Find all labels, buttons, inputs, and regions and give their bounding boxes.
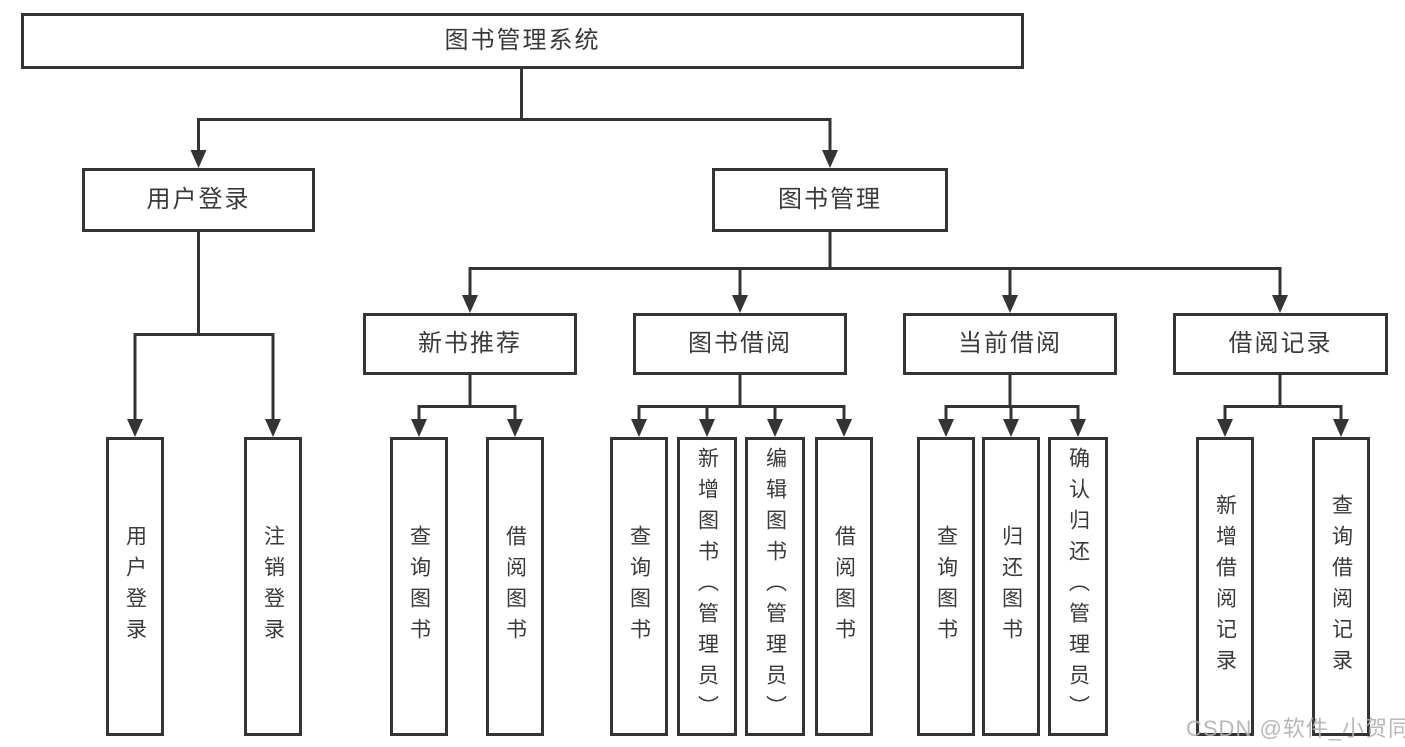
node-borrowing-records: 借阅记录 <box>1173 313 1388 375</box>
node-current-borrowing-label: 当前借阅 <box>958 330 1062 357</box>
leaf-user-login-label: 用户登录 <box>123 524 147 649</box>
leaf-cb-query-book-label: 查询图书 <box>934 524 958 649</box>
leaf-br-query-record-label: 查询借阅记录 <box>1329 493 1353 680</box>
leaf-bb-edit-book-admin-label: 编辑图书（管理员） <box>763 447 787 726</box>
leaf-bb-edit-book-admin: 编辑图书（管理员） <box>745 437 805 736</box>
leaf-cb-return-book-label: 归还图书 <box>999 524 1023 649</box>
leaf-logout: 注销登录 <box>244 437 302 736</box>
leaf-nb-borrow-book-label: 借阅图书 <box>503 524 527 649</box>
node-root: 图书管理系统 <box>21 13 1024 69</box>
node-root-label: 图书管理系统 <box>444 27 601 54</box>
leaf-cb-confirm-return-admin: 确认归还（管理员） <box>1048 437 1108 736</box>
node-book-borrowing: 图书借阅 <box>633 313 847 375</box>
leaf-nb-query-book-label: 查询图书 <box>407 524 431 649</box>
leaf-bb-borrow-book: 借阅图书 <box>815 437 873 736</box>
node-user-login-label: 用户登录 <box>146 186 251 213</box>
leaf-cb-return-book: 归还图书 <box>982 437 1040 736</box>
node-book-management-label: 图书管理 <box>778 186 882 213</box>
leaf-bb-add-book-admin-label: 新增图书（管理员） <box>695 447 719 726</box>
node-book-borrowing-label: 图书借阅 <box>688 330 792 357</box>
leaf-cb-confirm-return-admin-label: 确认归还（管理员） <box>1066 447 1090 726</box>
leaf-nb-borrow-book: 借阅图书 <box>486 437 544 736</box>
csdn-watermark: CSDN @软件_小贺同学 <box>1186 716 1405 741</box>
leaf-bb-borrow-book-label: 借阅图书 <box>832 524 856 649</box>
leaf-logout-label: 注销登录 <box>261 524 285 649</box>
node-book-management: 图书管理 <box>712 168 948 232</box>
node-user-login: 用户登录 <box>82 168 315 232</box>
leaf-bb-query-book-label: 查询图书 <box>627 524 651 649</box>
node-new-book-recommend: 新书推荐 <box>363 313 577 375</box>
leaf-br-add-record: 新增借阅记录 <box>1196 437 1254 736</box>
node-current-borrowing: 当前借阅 <box>903 313 1117 375</box>
leaf-cb-query-book: 查询图书 <box>917 437 975 736</box>
leaf-bb-query-book: 查询图书 <box>610 437 668 736</box>
leaf-nb-query-book: 查询图书 <box>390 437 448 736</box>
node-borrowing-records-label: 借阅记录 <box>1228 330 1333 357</box>
leaf-br-add-record-label: 新增借阅记录 <box>1213 493 1237 680</box>
leaf-br-query-record: 查询借阅记录 <box>1312 437 1370 736</box>
leaf-user-login: 用户登录 <box>106 437 164 736</box>
node-new-book-recommend-label: 新书推荐 <box>418 330 522 357</box>
leaf-bb-add-book-admin: 新增图书（管理员） <box>677 437 737 736</box>
